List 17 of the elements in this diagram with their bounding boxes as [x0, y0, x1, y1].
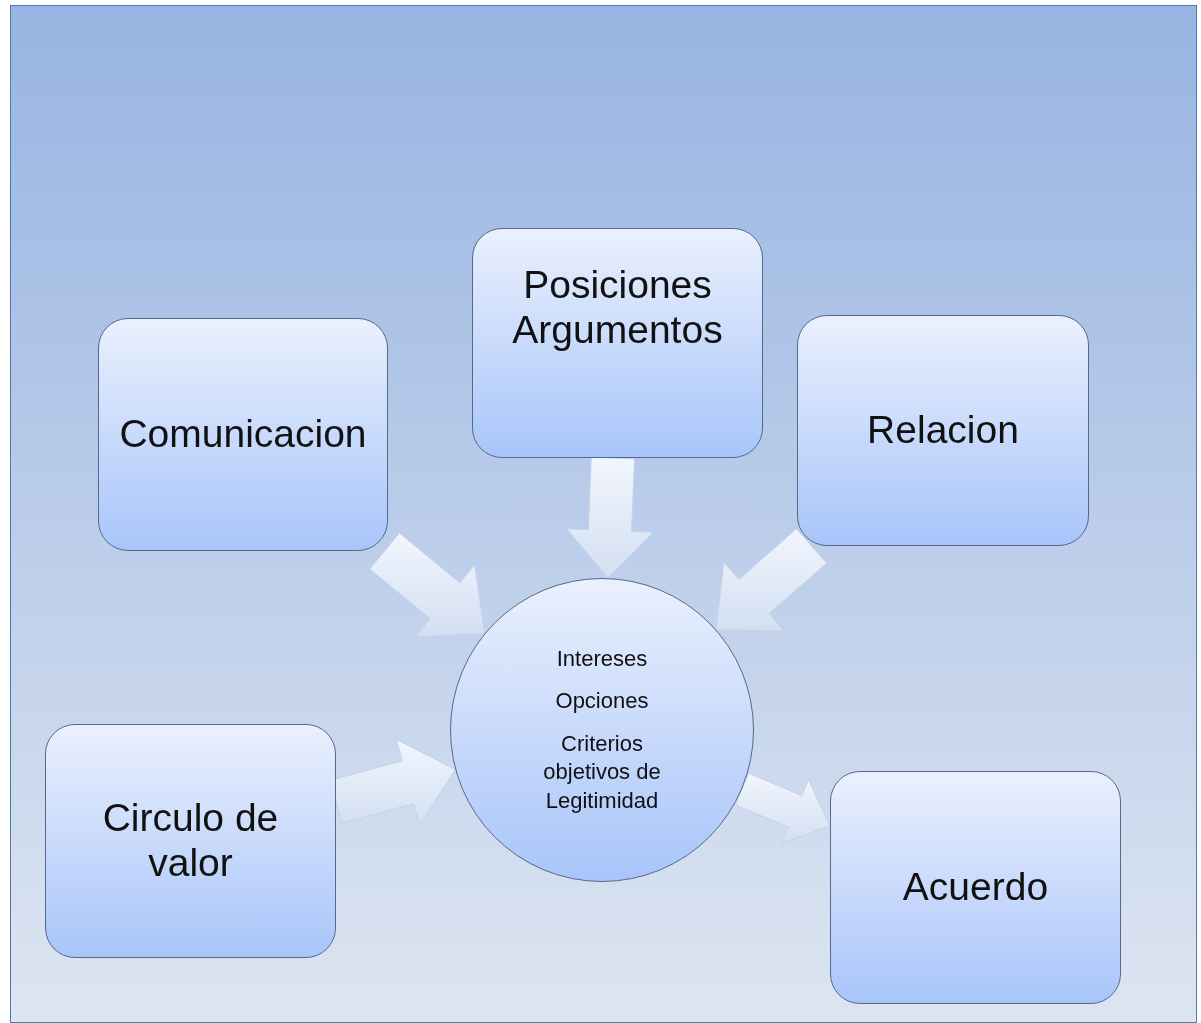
concept-box — [472, 228, 763, 458]
box-label: Circulo de valor — [101, 796, 280, 886]
block-arrow — [715, 528, 828, 632]
concept-box — [98, 318, 388, 551]
circle-text: Opciones — [555, 687, 649, 716]
block-arrow — [369, 532, 486, 638]
box-label: Acuerdo — [902, 865, 1049, 910]
box-label: Comunicacion — [119, 412, 367, 457]
block-arrow — [566, 456, 654, 579]
block-arrow — [734, 772, 831, 844]
box-label: Relacion — [867, 408, 1019, 453]
circle-text: Intereses — [556, 644, 648, 673]
concept-box — [797, 315, 1089, 546]
concept-box — [45, 724, 336, 958]
concept-box — [830, 771, 1121, 1004]
circle-text: Criterios objetivos de Legitimidad — [542, 729, 662, 815]
box-label: Posiciones Argumentos — [511, 263, 724, 353]
